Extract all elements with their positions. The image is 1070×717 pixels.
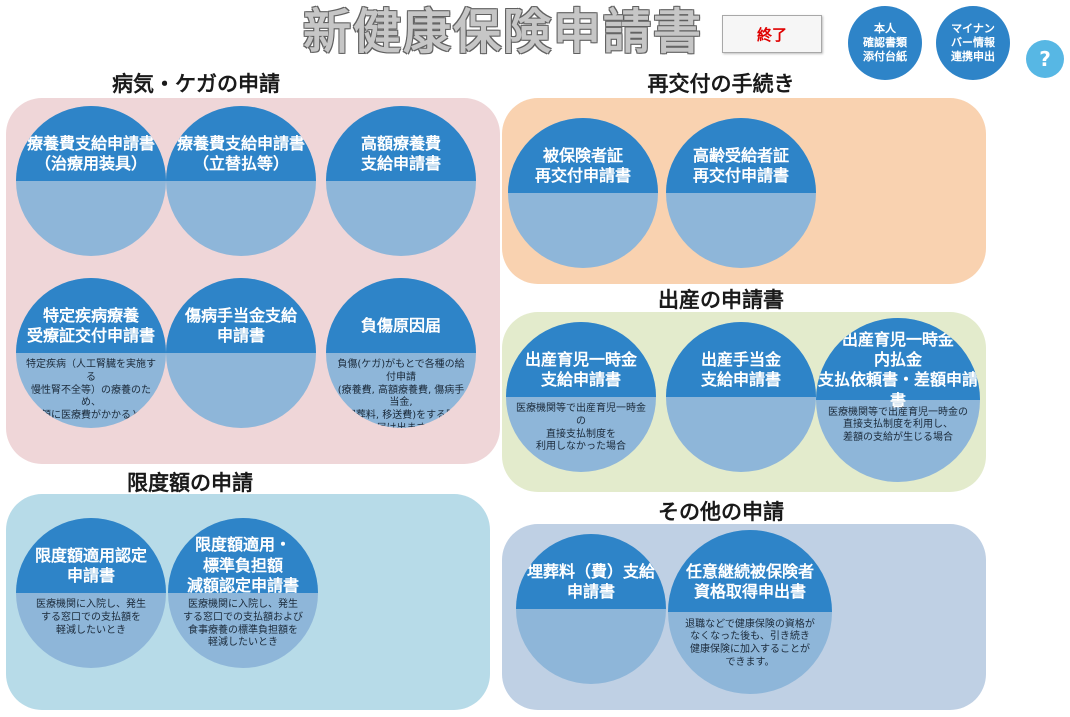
form-label: 特定疾病療養 受療証交付申請書 xyxy=(26,305,155,345)
help-icon[interactable]: ? xyxy=(1026,40,1064,78)
form-maternity-allowance[interactable]: 出産手当金 支給申請書 xyxy=(666,322,816,472)
form-description: 医療機関等で出産育児一時金の 直接支払制度を利用し、 差額の支給が生じる場合 xyxy=(828,406,968,444)
form-label: 療養費支給申請書 （立替払等） xyxy=(176,133,305,173)
form-voluntary-continuation[interactable]: 任意継続被保険者 資格取得申出書 退職などで健康保険の資格が なくなった後も、引… xyxy=(668,530,832,694)
form-insurance-card-reissue[interactable]: 被保険者証 再交付申請書 xyxy=(508,118,658,268)
form-limit-standard-reduction[interactable]: 限度額適用・ 標準負担額 減額認定申請書 医療機関に入院し、発生 する窓口での支… xyxy=(168,518,318,668)
page-title: 新健康保険申請書 xyxy=(302,4,703,60)
section-title-birth: 出産の申請書 xyxy=(658,288,784,312)
form-label: 埋葬料（費）支給 申請書 xyxy=(526,561,655,601)
form-label: 高額療養費 支給申請書 xyxy=(360,133,441,173)
form-label: 任意継続被保険者 資格取得申出書 xyxy=(685,562,814,602)
form-description: 医療機関に入院し、発生 する窓口での支払額を 軽減したいとき xyxy=(36,599,146,636)
section-title-reissue: 再交付の手続き xyxy=(647,72,795,96)
form-injury-cause-report[interactable]: 負傷原因届 負傷(ケガ)がもとで各種の給付申請 (療養費, 高額療養費, 傷病手… xyxy=(326,278,476,428)
form-label: 高齢受給者証 再交付申請書 xyxy=(692,145,789,185)
form-label: 出産育児一時金 内払金 支払依頼書・差額申請書 xyxy=(817,330,978,410)
section-title-other: その他の申請 xyxy=(658,500,784,524)
form-treatment-reimbursement[interactable]: 療養費支給申請書 （立替払等） xyxy=(166,106,316,256)
form-sickness-allowance[interactable]: 傷病手当金支給 申請書 xyxy=(166,278,316,428)
form-description: 負傷(ケガ)がもとで各種の給付申請 (療養費, 高額療養費, 傷病手当金, 埋葬… xyxy=(337,359,465,428)
form-elderly-card-reissue[interactable]: 高齢受給者証 再交付申請書 xyxy=(666,118,816,268)
end-button[interactable]: 終了 xyxy=(722,15,822,53)
form-label: 出産手当金 支給申請書 xyxy=(700,349,781,389)
form-birth-lump-sum[interactable]: 出産育児一時金 支給申請書 医療機関等で出産育児一時金の 直接支払制度を 利用し… xyxy=(506,322,656,472)
form-label: 被保険者証 再交付申請書 xyxy=(534,145,631,185)
form-specific-disease-certificate[interactable]: 特定疾病療養 受療証交付申請書 特定疾病（人工腎臓を実施する 慢性腎不全等）の療… xyxy=(16,278,166,428)
form-description: 医療機関等で出産育児一時金の 直接支払制度を 利用しなかった場合 xyxy=(516,403,646,453)
form-label: 療養費支給申請書 （治療用装具） xyxy=(26,133,155,173)
mynumber-link-button[interactable]: マイナン バー情報 連携申出 xyxy=(936,6,1010,80)
form-treatment-devices[interactable]: 療養費支給申請書 （治療用装具） xyxy=(16,106,166,256)
identity-documents-button[interactable]: 本人 確認書類 添付台紙 xyxy=(848,6,922,80)
form-description: 特定疾病（人工腎臓を実施する 慢性腎不全等）の療養のため、 高額に医療費がかかる… xyxy=(26,359,156,422)
form-limit-certification[interactable]: 限度額適用認定 申請書 医療機関に入院し、発生 する窓口での支払額を 軽減したい… xyxy=(16,518,166,668)
form-funeral-expenses[interactable]: 埋葬料（費）支給 申請書 xyxy=(516,534,666,684)
form-description: 退職などで健康保険の資格が なくなった後も、引き続き 健康保険に加入することが … xyxy=(685,618,815,668)
form-label: 限度額適用・ 標準負担額 減額認定申請書 xyxy=(186,535,299,596)
section-title-limit: 限度額の申請 xyxy=(127,471,253,495)
section-title-illness: 病気・ケガの申請 xyxy=(112,72,280,96)
form-description: 医療機関に入院し、発生 する窓口での支払額および 食事療養の標準負担額を 軽減し… xyxy=(183,599,303,649)
form-label: 傷病手当金支給 申請書 xyxy=(184,305,297,345)
form-birth-installment-difference[interactable]: 出産育児一時金 内払金 支払依頼書・差額申請書 医療機関等で出産育児一時金の 直… xyxy=(816,318,980,482)
form-high-cost-medical[interactable]: 高額療養費 支給申請書 xyxy=(326,106,476,256)
form-label: 負傷原因届 xyxy=(360,315,441,335)
form-label: 限度額適用認定 申請書 xyxy=(34,545,147,585)
form-label: 出産育児一時金 支給申請書 xyxy=(524,349,637,389)
